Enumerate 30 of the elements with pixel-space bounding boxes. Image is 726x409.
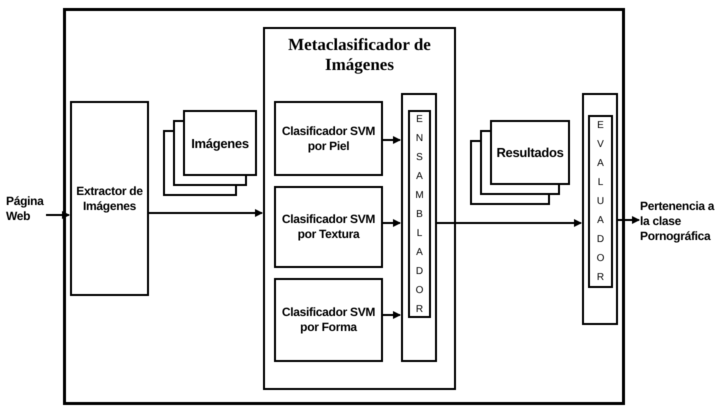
process-box bbox=[70, 101, 149, 296]
process-box bbox=[274, 101, 383, 176]
stacked-cards bbox=[163, 110, 257, 196]
box-label: Clasificador SVM por Textura bbox=[280, 212, 376, 242]
io-label: Página Web bbox=[6, 194, 45, 224]
stack-label: Resultados bbox=[495, 144, 565, 162]
arrow bbox=[383, 136, 401, 144]
arrow bbox=[149, 209, 263, 217]
process-box bbox=[274, 278, 383, 362]
system-frame bbox=[63, 8, 625, 405]
arrow bbox=[383, 311, 401, 319]
group-title: Metaclasificador de Imágenes bbox=[287, 35, 432, 76]
arrow bbox=[383, 219, 401, 227]
stack-label: Imágenes bbox=[190, 134, 250, 153]
arrow bbox=[46, 211, 70, 219]
process-box bbox=[401, 93, 437, 362]
arrow bbox=[618, 216, 640, 224]
box-label: Extractor de Imágenes bbox=[75, 184, 144, 214]
inner-box bbox=[588, 115, 613, 288]
arrow bbox=[437, 219, 582, 227]
io-label: Pertenencia a la clase Pornográfica bbox=[640, 198, 716, 244]
vertical-label: EVALUADOR bbox=[596, 119, 606, 285]
box-label: Clasificador SVM por Piel bbox=[280, 124, 376, 154]
inner-box bbox=[408, 110, 431, 318]
process-box bbox=[582, 93, 618, 325]
box-label: Clasificador SVM por Forma bbox=[280, 305, 376, 335]
group-box bbox=[263, 27, 456, 390]
vertical-label: ENSAMBLADOR bbox=[414, 112, 424, 316]
process-box bbox=[274, 186, 383, 268]
stacked-cards bbox=[470, 120, 570, 205]
